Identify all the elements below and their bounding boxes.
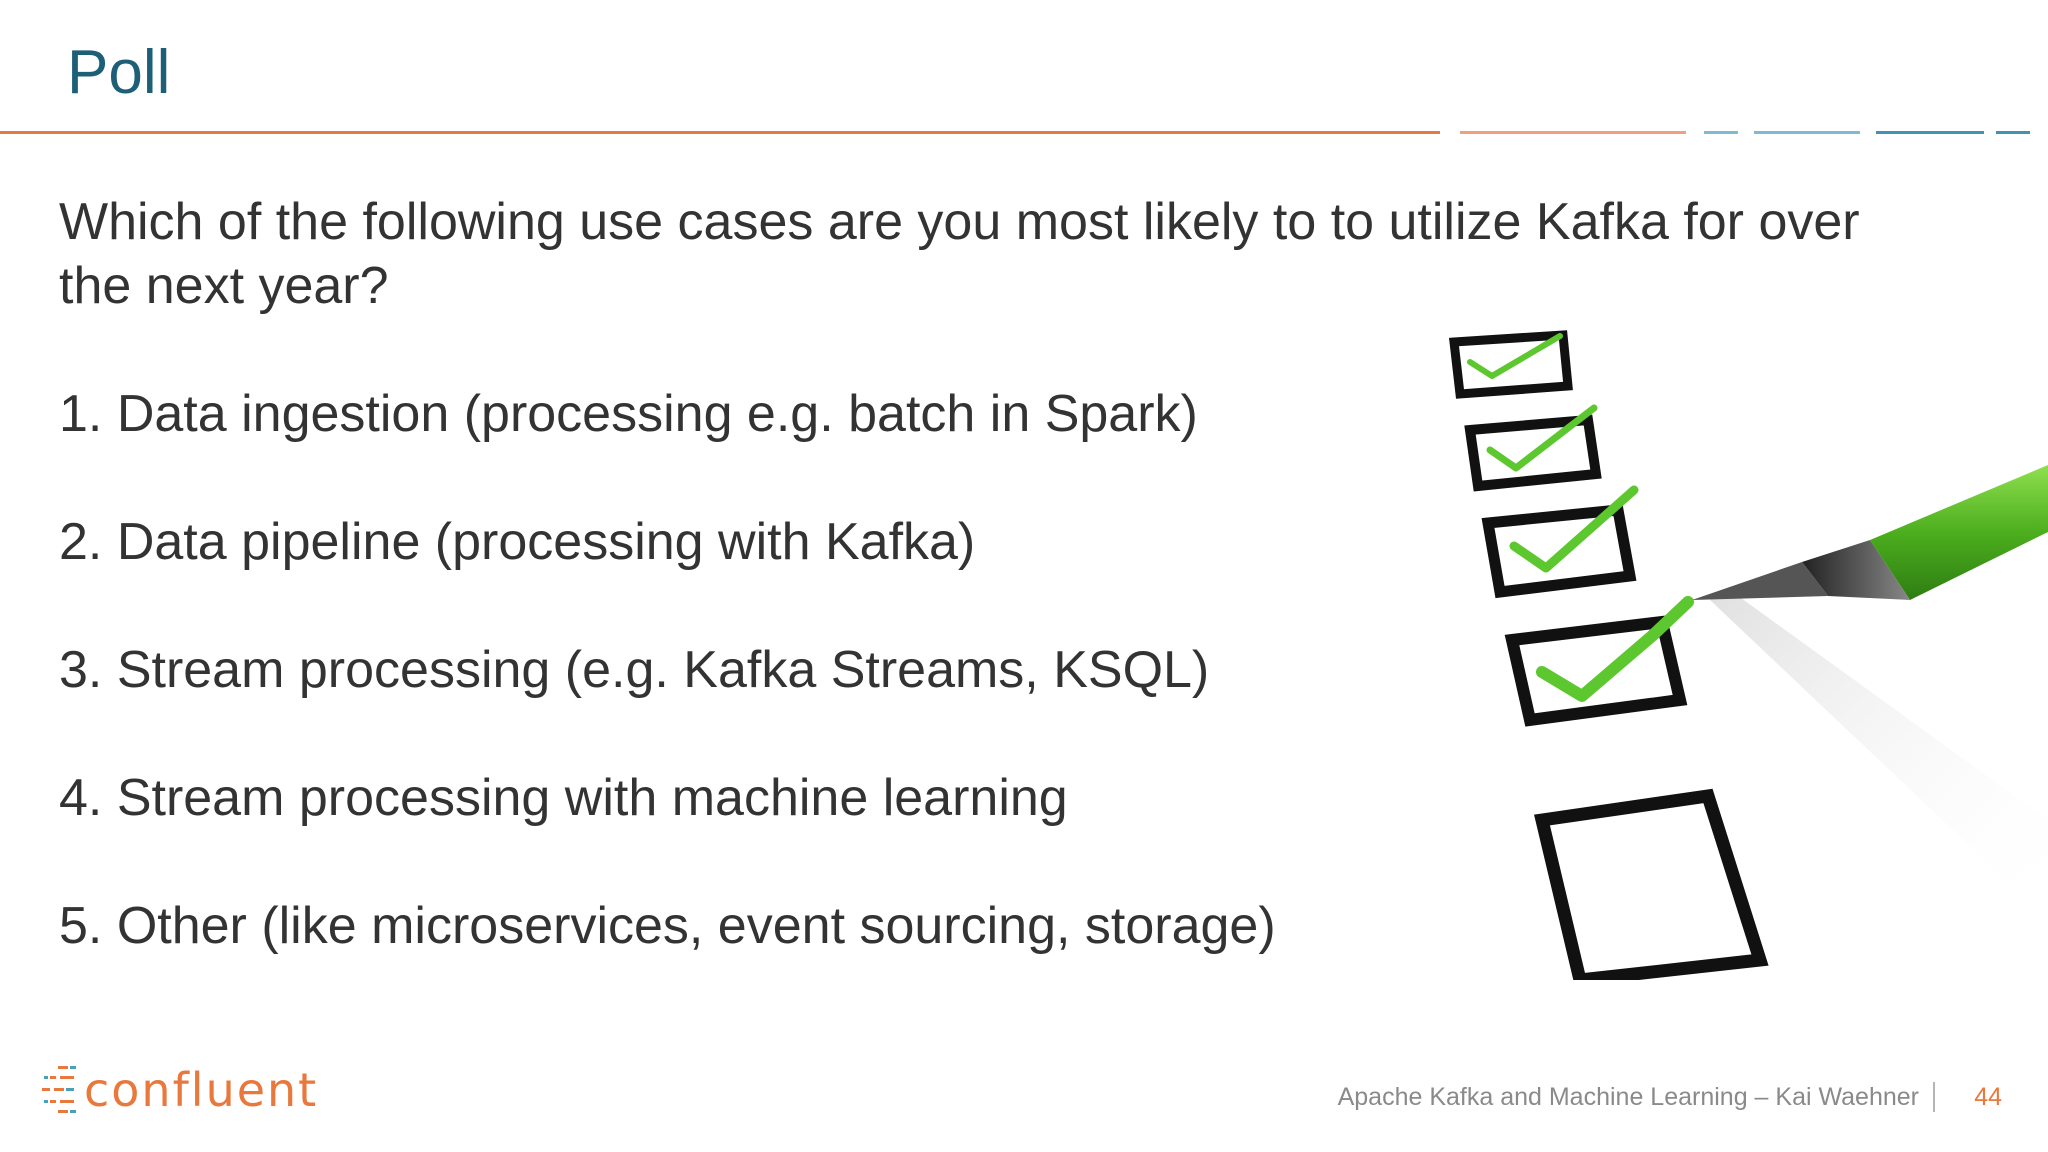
confluent-logo-icon bbox=[42, 1066, 76, 1113]
poll-options: 1. Data ingestion (processing e.g. batch… bbox=[59, 382, 1439, 1022]
confluent-wordmark: confluent bbox=[84, 1063, 319, 1117]
checkmark-2-icon bbox=[1486, 404, 1598, 472]
checkbox-1-icon bbox=[1448, 330, 1573, 399]
checkbox-5-empty-icon bbox=[1534, 788, 1769, 980]
confluent-logo: confluent bbox=[40, 1060, 318, 1120]
green-pen-icon bbox=[1692, 465, 2048, 600]
slide-title: Poll bbox=[67, 38, 171, 107]
checkbox-2-icon bbox=[1464, 414, 1602, 492]
poll-option-4: 4. Stream processing with machine learni… bbox=[59, 769, 1068, 827]
poll-option-5: 5. Other (like microservices, event sour… bbox=[59, 897, 1276, 955]
checklist-illustration bbox=[1448, 330, 2048, 980]
poll-option-1: 1. Data ingestion (processing e.g. batch… bbox=[59, 385, 1198, 443]
pen-shadow bbox=[1710, 590, 2048, 920]
poll-option-2: 2. Data pipeline (processing with Kafka) bbox=[59, 513, 976, 571]
checkbox-4-icon bbox=[1504, 615, 1688, 727]
poll-option-3: 3. Stream processing (e.g. Kafka Streams… bbox=[59, 641, 1210, 699]
checkmark-4-icon bbox=[1536, 596, 1694, 702]
page-number: 44 bbox=[1974, 1083, 2002, 1111]
checkmark-3-icon bbox=[1509, 485, 1639, 573]
title-divider bbox=[0, 131, 2048, 134]
footer-caption: Apache Kafka and Machine Learning – Kai … bbox=[1338, 1082, 1935, 1112]
checkbox-3-icon bbox=[1481, 504, 1637, 599]
checkmark-1-icon bbox=[1467, 333, 1563, 379]
poll-question: Which of the following use cases are you… bbox=[59, 193, 1860, 315]
